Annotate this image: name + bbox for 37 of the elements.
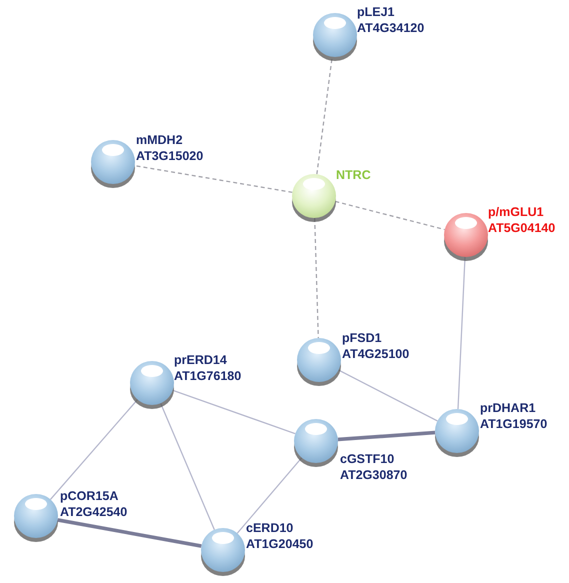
dashed-connector [134, 165, 292, 193]
protein-name: prERD14 [174, 352, 227, 368]
connector [50, 399, 138, 500]
protein-sphere [128, 359, 176, 411]
protein-name: pLEJ1 [357, 4, 395, 20]
protein-name: cGSTF10 [340, 451, 394, 467]
dashed-connector [335, 200, 445, 230]
gene-id: AT5G04140 [488, 220, 556, 236]
gene-id: AT2G30870 [340, 467, 408, 483]
thick-connector [338, 430, 436, 442]
gene-id: AT3G15020 [136, 148, 204, 164]
protein-sphere [433, 407, 481, 459]
gene-id: AT1G76180 [174, 368, 242, 384]
protein-sphere [199, 526, 247, 578]
protein-sphere [311, 11, 359, 63]
gene-id: AT2G42540 [60, 504, 128, 520]
protein-sphere [12, 492, 60, 544]
protein-name: pCOR15A [60, 488, 118, 504]
gene-id: AT1G20450 [246, 536, 314, 552]
gene-id: AT1G19570 [480, 416, 548, 432]
protein-name: prDHAR1 [480, 400, 536, 416]
protein-sphere [292, 417, 340, 469]
protein-name: pFSD1 [342, 330, 382, 346]
connector [338, 370, 438, 422]
gene-id: AT4G34120 [357, 20, 424, 36]
protein-sphere [290, 172, 338, 224]
thick-connector [57, 518, 202, 548]
protein-sphere [89, 138, 137, 190]
connector [236, 457, 302, 534]
protein-name: p/mGLU1 [488, 204, 544, 220]
protein-sphere [295, 336, 343, 388]
protein-sphere [442, 211, 490, 263]
protein-name: mMDH2 [136, 132, 183, 148]
gene-id: AT4G25100 [342, 346, 410, 362]
protein-name: NTRC [336, 167, 371, 183]
protein-name: cERD10 [246, 520, 294, 536]
connector [172, 390, 296, 434]
